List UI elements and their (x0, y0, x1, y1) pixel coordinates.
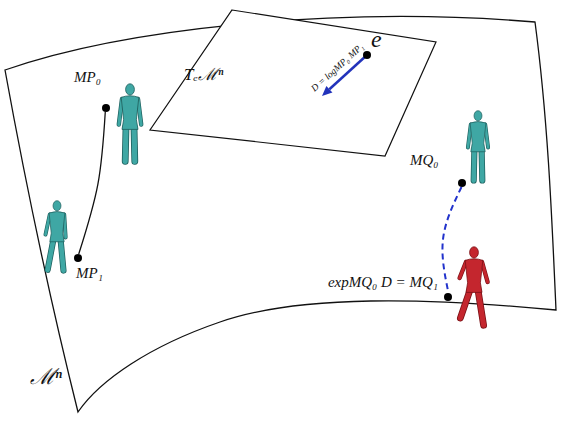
figure-leg (48, 240, 54, 270)
base-point: e (363, 51, 371, 59)
shape-point: MQ₀ (458, 179, 466, 187)
tangent-plane: eTₑℳⁿ (148, 8, 440, 160)
point-label: MQ₀ (410, 153, 439, 168)
human-figure (460, 247, 488, 325)
vector-label: D = logMP₀ MP₁ (310, 42, 366, 94)
region-label: ℳⁿ (30, 366, 62, 388)
figure-head (53, 201, 61, 211)
figure-leg (131, 127, 139, 161)
figure-leg (479, 150, 484, 181)
region-label: Tₑℳⁿ (184, 66, 223, 83)
human-figure (468, 111, 488, 181)
shape-point: MP₁ (74, 254, 82, 262)
figure-leg (131, 127, 137, 161)
figure-leg (48, 240, 54, 270)
figure-leg (460, 290, 470, 318)
point-label: MP₁ (76, 266, 103, 281)
figure-arm (460, 262, 466, 278)
figure-leg (479, 150, 486, 181)
label-holder: D = logMP₀ MP₁ (305, 37, 367, 95)
figure-torso (49, 212, 65, 242)
point-label: expMQ₀ D = MQ₁ (328, 275, 438, 290)
tangent-vector (329, 55, 367, 89)
figure-torso (121, 96, 139, 130)
human-figure (119, 84, 141, 162)
figure-arm (482, 262, 488, 282)
figure-leg (471, 150, 478, 181)
figure-leg (460, 290, 470, 318)
figure-leg (478, 290, 484, 325)
figure-leg (61, 240, 64, 271)
vector-arrowhead (322, 86, 332, 96)
figure-head (470, 247, 479, 258)
figure-head (126, 84, 135, 95)
figure-arm (460, 262, 466, 278)
tangent-plane-outline (150, 10, 436, 156)
exp-map-path (442, 187, 461, 293)
figure-head (474, 111, 482, 121)
figure-leg (471, 150, 476, 181)
figure-arm (45, 214, 49, 234)
node-outline (148, 8, 440, 160)
shape-point: MP₀ (102, 104, 110, 112)
geodesic-path (79, 112, 106, 254)
point-label: MP₀ (74, 70, 101, 85)
point-label: e (371, 27, 382, 51)
figure-arm (45, 214, 49, 234)
figure-leg (61, 240, 64, 271)
figure-leg (123, 127, 129, 161)
human-figure (45, 201, 65, 271)
figure-leg (478, 290, 484, 325)
figure-leg (122, 127, 130, 161)
figure-torso (470, 122, 486, 152)
shape-point: expMQ₀ D = MQ₁ (444, 293, 452, 301)
figure-torso (465, 259, 483, 293)
figure-arm (482, 262, 488, 282)
